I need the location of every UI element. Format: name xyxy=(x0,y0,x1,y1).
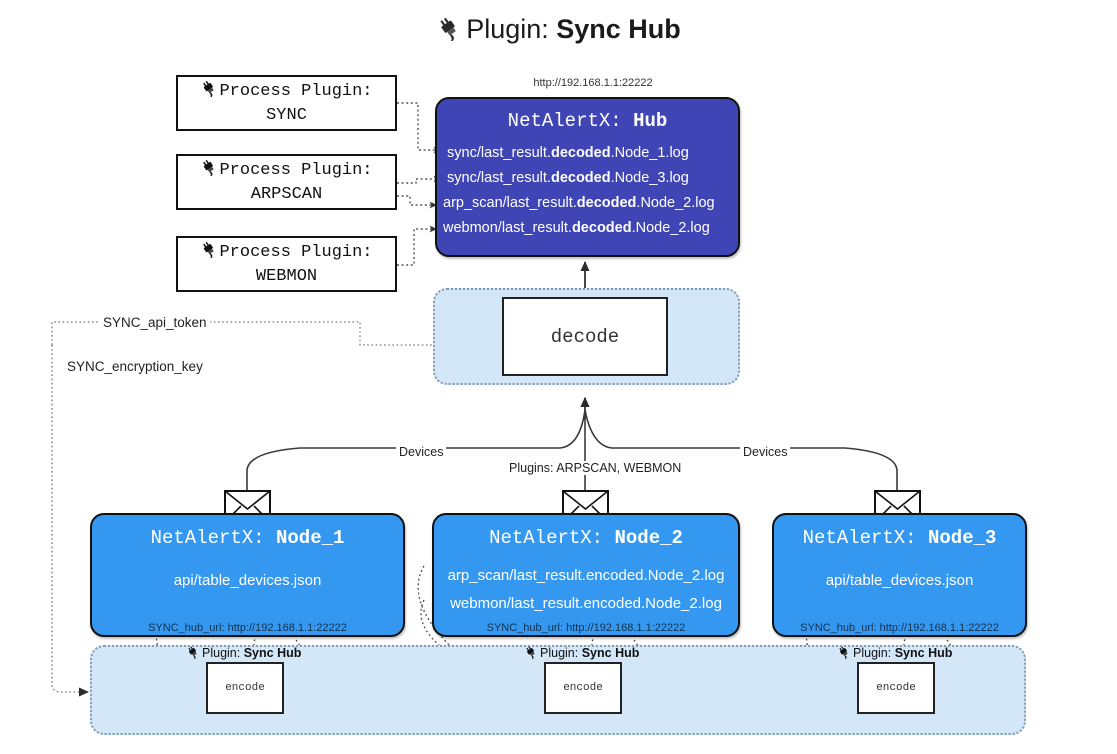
node-title-name: Node_1 xyxy=(276,527,345,549)
setting-label-api-token: SYNC_api_token xyxy=(100,315,210,330)
node-footer: SYNC_hub_url: http://192.168.1.1:22222 xyxy=(148,622,347,634)
encode-label: encode xyxy=(876,682,916,694)
hub-line: sync/last_result.decoded.Node_1.log xyxy=(447,145,689,161)
hub-line: arp_scan/last_result.decoded.Node_2.log xyxy=(443,195,715,211)
hub-title-prefix: NetAlertX: xyxy=(507,110,622,132)
node-title: NetAlertX: Node_3 xyxy=(774,527,1025,549)
node-title: NetAlertX: Node_1 xyxy=(92,527,403,549)
plug-icon xyxy=(200,158,218,184)
process-plugin-box-sync[interactable]: Process Plugin: SYNC xyxy=(176,75,397,131)
node-box-node-1[interactable]: NetAlertX: Node_1 api/table_devices.json… xyxy=(90,513,405,637)
node-title-prefix: NetAlertX: xyxy=(150,527,265,549)
node-box-node-3[interactable]: NetAlertX: Node_3 api/table_devices.json… xyxy=(772,513,1027,637)
setting-label-encryption-key: SYNC_encryption_key xyxy=(64,359,206,374)
encode-box-node-3[interactable]: encode xyxy=(857,662,935,714)
process-plugin-box-arpscan[interactable]: Process Plugin: ARPSCAN xyxy=(176,154,397,210)
encode-plugin-tag: Plugin: Sync Hub xyxy=(837,645,952,662)
plug-icon xyxy=(200,240,218,266)
node-line: webmon/last_result.encoded.Node_2.log xyxy=(450,595,722,612)
node-footer: SYNC_hub_url: http://192.168.1.1:22222 xyxy=(800,622,999,634)
process-plugin-line1: Process Plugin: xyxy=(200,158,373,184)
hub-line-list: sync/last_result.decoded.Node_1.log sync… xyxy=(437,141,738,241)
encode-label: encode xyxy=(225,682,265,694)
hub-line: webmon/last_result.decoded.Node_2.log xyxy=(443,220,710,236)
hub-url-label: http://192.168.1.1:22222 xyxy=(533,77,653,89)
process-plugin-line1: Process Plugin: xyxy=(200,79,373,105)
node-title-name: Node_3 xyxy=(928,527,997,549)
hub-box[interactable]: NetAlertX: Hub sync/last_result.decoded.… xyxy=(435,97,740,257)
process-plugin-name: ARPSCAN xyxy=(250,185,323,204)
encode-plugin-tag: Plugin: Sync Hub xyxy=(186,645,301,662)
edge-label-devices-right: Devices xyxy=(740,445,791,459)
title-name: Sync Hub xyxy=(556,14,681,44)
node-title: NetAlertX: Node_2 xyxy=(434,527,738,549)
node-line: arp_scan/last_result.encoded.Node_2.log xyxy=(447,567,725,584)
node-line: api/table_devices.json xyxy=(825,572,974,589)
process-plugin-name: WEBMON xyxy=(255,267,318,286)
process-plugin-name: SYNC xyxy=(266,106,307,125)
edge-label-plugins-center: Plugins: ARPSCAN, WEBMON xyxy=(506,461,685,475)
process-plugin-label: Process Plugin: xyxy=(219,243,373,262)
encode-label: encode xyxy=(563,682,603,694)
hub-title: NetAlertX: Hub xyxy=(437,110,738,132)
process-plugin-label: Process Plugin: xyxy=(219,82,373,101)
hub-title-name: Hub xyxy=(633,110,668,132)
title-prefix: Plugin: xyxy=(466,14,549,44)
node-title-name: Node_2 xyxy=(614,527,683,549)
process-plugin-label: Process Plugin: xyxy=(219,161,373,180)
node-title-prefix: NetAlertX: xyxy=(802,527,917,549)
node-footer: SYNC_hub_url: http://192.168.1.1:22222 xyxy=(486,622,686,634)
plug-icon xyxy=(200,79,218,105)
hub-line: sync/last_result.decoded.Node_3.log xyxy=(447,170,689,186)
plug-icon xyxy=(186,645,200,662)
plug-icon xyxy=(837,645,851,662)
edge-label-devices-left: Devices xyxy=(396,445,447,459)
decode-label: decode xyxy=(550,325,620,348)
node-box-node-2[interactable]: NetAlertX: Node_2 arp_scan/last_result.e… xyxy=(432,513,740,637)
encode-box-node-1[interactable]: encode xyxy=(206,662,284,714)
encode-box-node-2[interactable]: encode xyxy=(544,662,622,714)
decode-box[interactable]: decode xyxy=(502,297,668,376)
node-line: api/table_devices.json xyxy=(173,572,322,589)
plug-icon xyxy=(436,15,462,48)
plug-icon xyxy=(524,645,538,662)
encode-plugin-tag: Plugin: Sync Hub xyxy=(524,645,639,662)
process-plugin-box-webmon[interactable]: Process Plugin: WEBMON xyxy=(176,236,397,292)
process-plugin-line1: Process Plugin: xyxy=(200,240,373,266)
page-title: Plugin: Sync Hub xyxy=(0,14,1117,48)
node-title-prefix: NetAlertX: xyxy=(489,527,604,549)
